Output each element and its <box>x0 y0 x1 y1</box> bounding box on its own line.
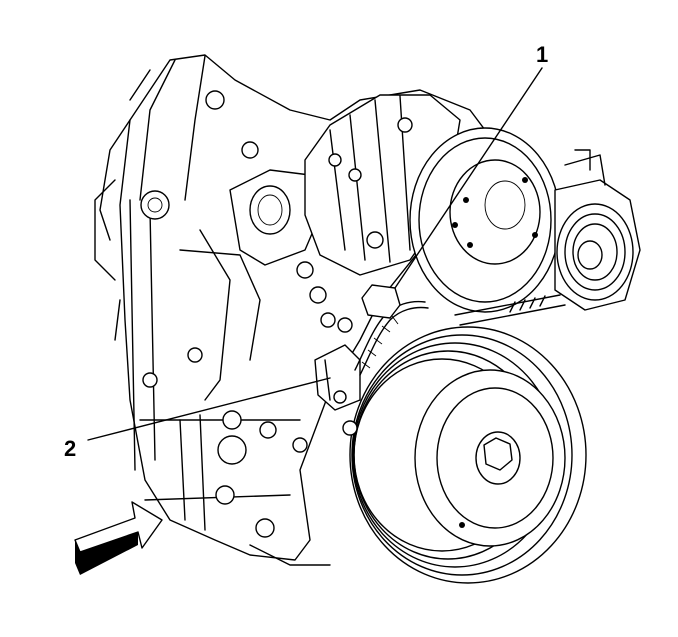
cylinder-head <box>94 69 151 341</box>
crankshaft-position-sensor <box>314 300 429 411</box>
callout-1: 1 <box>394 42 548 289</box>
belt-tensioner <box>554 149 641 311</box>
callout-2: 2 <box>64 377 331 461</box>
camshaft-sensor-connector <box>320 284 401 333</box>
front-cover-bolts <box>179 410 358 566</box>
drive-belt <box>454 294 566 326</box>
view-direction-arrow-icon <box>74 501 163 575</box>
callout-1-label: 1 <box>536 42 548 67</box>
callout-2-label: 2 <box>64 436 76 461</box>
water-pump-pulley <box>409 127 561 313</box>
crankshaft-balancer <box>349 326 587 584</box>
water-outlet <box>229 169 327 304</box>
